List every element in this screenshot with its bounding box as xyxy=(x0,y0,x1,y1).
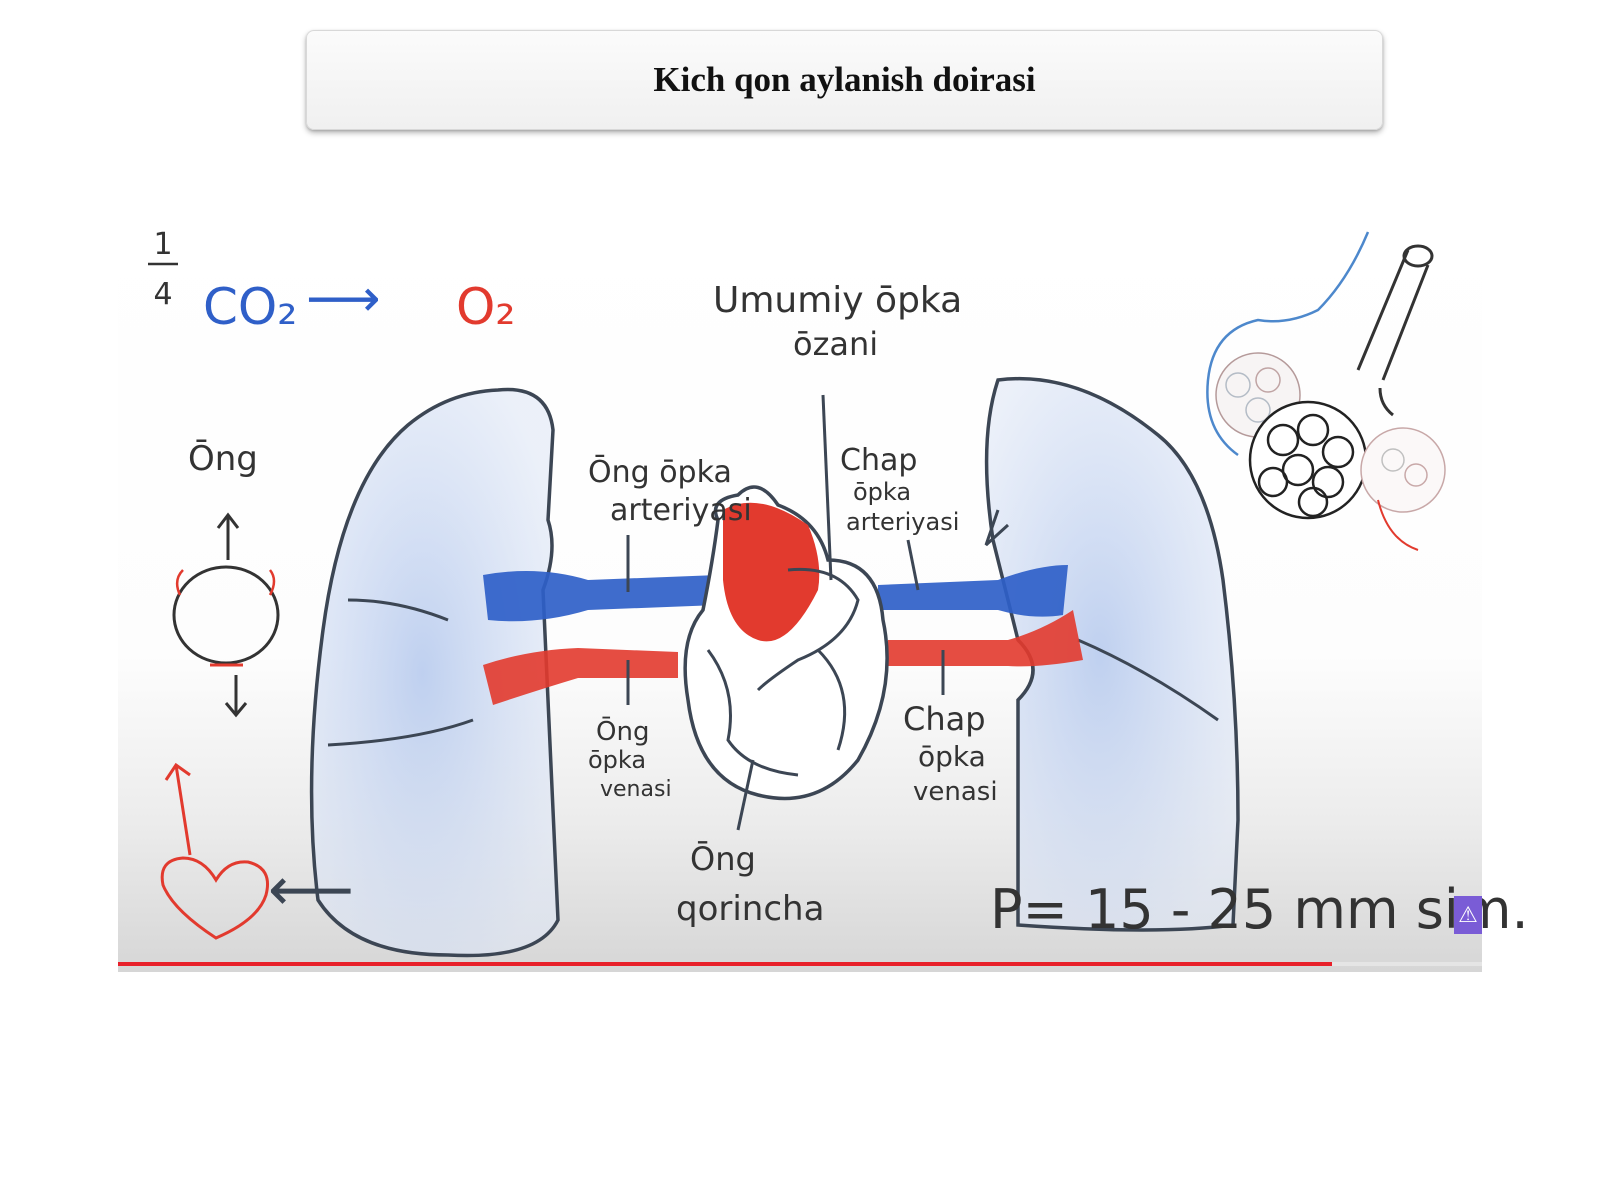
warning-icon[interactable]: ⚠ xyxy=(1454,896,1482,934)
ventricle-label-1: Ōng xyxy=(690,840,756,878)
leader-common-artery xyxy=(821,394,833,581)
right-pulmonary-artery xyxy=(483,571,718,622)
left-lung-fissure xyxy=(1077,638,1219,722)
ong-top-label: Ōng xyxy=(188,439,258,479)
fraction-denominator: 4 xyxy=(153,277,172,312)
left-pulmonary-vein xyxy=(888,610,1083,667)
back-arrow: ⟵ xyxy=(268,855,354,925)
video-progress-fill xyxy=(118,962,1332,966)
left-pv-label-1: Chap xyxy=(903,700,986,738)
left-pulmonary-artery xyxy=(878,565,1068,617)
right-lung-shape xyxy=(309,387,560,958)
video-frame[interactable]: 1 4 CO₂ ⟶ O₂ Ōng Umumiy ōpka ōzani Ōng ō… xyxy=(118,220,1529,972)
pulmonary-circulation-diagram: 1 4 CO₂ ⟶ O₂ Ōng Umumiy ōpka ōzani Ōng ō… xyxy=(148,227,1529,958)
video-progress-track[interactable] xyxy=(118,962,1482,966)
left-pa-label-3: arteriyasi xyxy=(846,508,959,536)
fraction-numerator: 1 xyxy=(153,227,172,262)
left-ventricle-wall xyxy=(816,648,847,751)
pressure-label: P= 15 - 25 mm sim. xyxy=(990,878,1529,941)
right-pa-label-2: arteriyasi xyxy=(610,493,752,528)
arrow-up-red xyxy=(164,762,192,856)
arrow-up xyxy=(216,512,240,560)
co2-to-o2-arrow: ⟶ xyxy=(306,269,381,329)
left-pv-label-2: ōpka xyxy=(918,740,986,773)
cell-circle-accent xyxy=(175,569,276,596)
common-artery-label-2: ōzani xyxy=(793,325,878,363)
slide-title: Kich qon aylanish doirasi xyxy=(653,60,1036,99)
common-artery-label-1: Umumiy ōpka xyxy=(713,280,962,321)
right-pa-label-1: Ōng ōpka xyxy=(588,454,732,490)
heart-icon xyxy=(160,856,269,940)
slide-title-box: Kich qon aylanish doirasi xyxy=(306,30,1383,130)
left-pa-label-2: ōpka xyxy=(853,478,911,506)
right-lung-fissure xyxy=(347,598,449,622)
alveoli-illustration xyxy=(1206,231,1446,551)
arrow-down xyxy=(224,675,248,718)
right-pv-label-1: Ōng xyxy=(596,716,649,747)
leader-ventricle xyxy=(736,759,755,831)
cell-circle xyxy=(172,565,280,665)
right-lung-fissure-2 xyxy=(327,718,474,747)
co2-label: CO₂ xyxy=(203,278,297,336)
right-ventricle-wall xyxy=(706,649,799,777)
left-pa-label-1: Chap xyxy=(840,443,917,478)
left-pv-label-3: venasi xyxy=(913,777,998,807)
right-pv-label-2: ōpka xyxy=(588,746,646,774)
right-pv-label-3: venasi xyxy=(600,777,672,802)
ventricle-label-2: qorincha xyxy=(676,889,824,929)
leader-left-pa xyxy=(906,539,920,591)
pulmonary-trunk xyxy=(723,502,820,642)
arrow-to-lung xyxy=(984,509,1010,547)
o2-label: O₂ xyxy=(456,278,515,336)
heart-inner-line xyxy=(756,567,860,692)
